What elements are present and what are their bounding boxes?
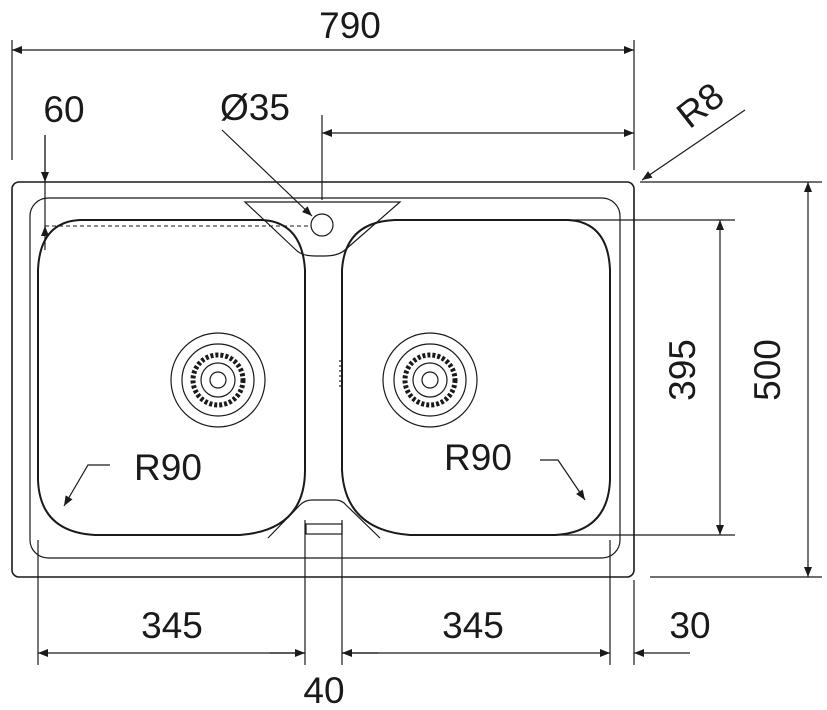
dim-tap-offset: 60 (41, 89, 310, 250)
dim-overall-depth: 500 (640, 181, 822, 578)
tap-hole (310, 213, 334, 237)
dim-bowl-depth: 395 (555, 219, 735, 536)
dim-overall-width: 790 (11, 5, 635, 170)
sink-outer-rim (11, 181, 635, 578)
left-bowl (37, 219, 306, 536)
dim-R90-left-label: R90 (134, 447, 202, 488)
dim-right-offset (321, 115, 634, 200)
dim-tap-hole-label: Ø35 (220, 87, 290, 128)
sink-body (11, 181, 635, 578)
dim-40-label: 40 (303, 670, 344, 710)
overflow-recess (267, 499, 381, 539)
dim-tap-hole: Ø35 (220, 87, 313, 217)
left-drain (170, 332, 266, 428)
right-drain (382, 332, 478, 428)
dim-left-bowl-radius: R90 (63, 447, 202, 507)
right-bowl (341, 219, 611, 536)
sink-inner-rim (29, 197, 621, 559)
dim-60-label: 60 (43, 89, 84, 130)
dim-395-side-label: 395 (662, 339, 703, 401)
dim-500-label: 500 (747, 339, 788, 401)
dim-corner-radius: R8 (641, 75, 746, 181)
dim-bottom-widths: 345 345 40 30 (37, 520, 711, 710)
dim-R8-label: R8 (669, 75, 732, 136)
dim-30-label: 30 (669, 605, 710, 646)
dim-right-bowl-radius: R90 (444, 437, 586, 501)
dim-790-label: 790 (319, 5, 381, 46)
dim-345-right-label: 345 (442, 605, 504, 646)
dim-R90-right-label: R90 (444, 437, 512, 478)
overflow-slot (305, 523, 343, 535)
tap-recess (243, 201, 402, 257)
dim-345-left-label: 345 (141, 605, 203, 646)
